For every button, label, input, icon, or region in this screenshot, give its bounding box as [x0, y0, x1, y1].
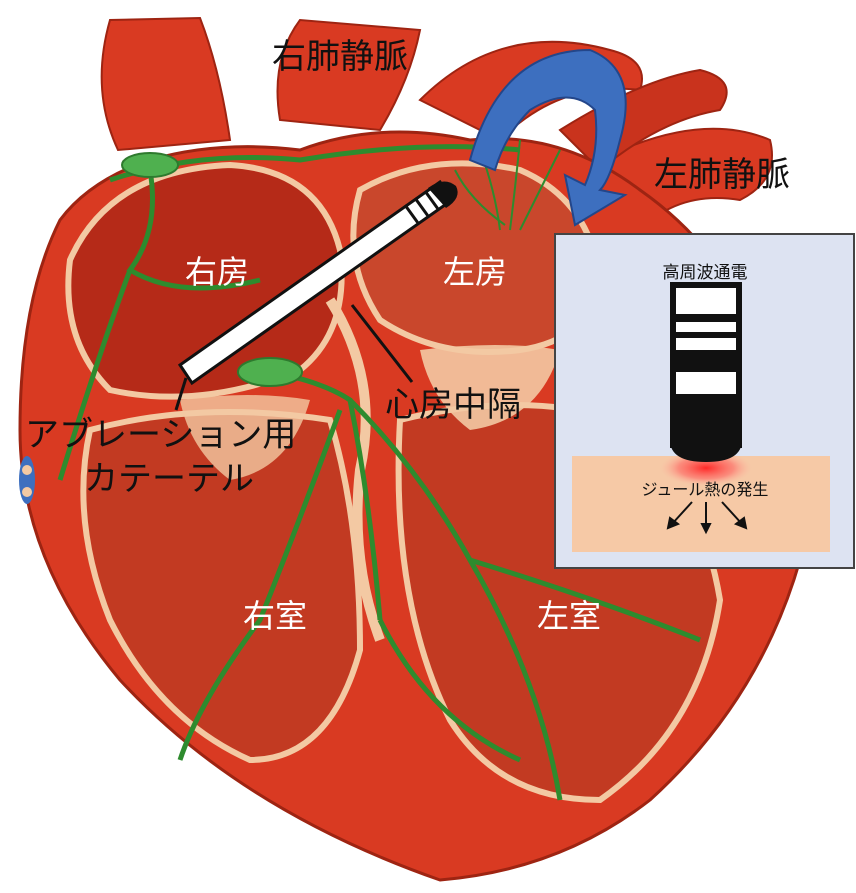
pulmonary-vein-fibers	[454, 139, 561, 231]
right-pulmonary-vein-label: 右肺静脈	[272, 37, 408, 77]
left-edge-vessel	[19, 456, 35, 504]
inset-caption: ジュール熱の発生	[641, 480, 769, 499]
av-node	[237, 357, 303, 387]
right-ventricle-label: 右室	[243, 597, 308, 635]
heat-arrows	[666, 501, 748, 535]
left-pulmonary-vein-label: 左肺静脈	[654, 155, 790, 195]
ablation-catheter-label-line1: アブレーション用	[25, 415, 297, 455]
ablation-catheter	[177, 179, 458, 386]
conduction-system	[57, 144, 701, 801]
right-atrium-chamber	[65, 161, 345, 400]
rotation-arrow	[468, 48, 628, 227]
ablation-catheter-label-line2: カテーテル	[84, 459, 254, 499]
valve-tissue-left	[420, 345, 560, 430]
valve-tissue-right	[180, 395, 310, 480]
left-ventricle-label: 左室	[537, 597, 602, 635]
heat-glow	[660, 450, 752, 486]
left-atrium-label: 左房	[443, 253, 508, 291]
inset-title: 高周波通電	[662, 263, 748, 283]
inset-panel	[554, 233, 855, 569]
atrial-septum-label: 心房中隔	[385, 385, 521, 425]
septum-leader-line	[350, 304, 414, 383]
sa-node	[121, 152, 179, 178]
catheter-leader-line	[174, 377, 188, 411]
right-atrium-label: 右房	[185, 253, 250, 291]
